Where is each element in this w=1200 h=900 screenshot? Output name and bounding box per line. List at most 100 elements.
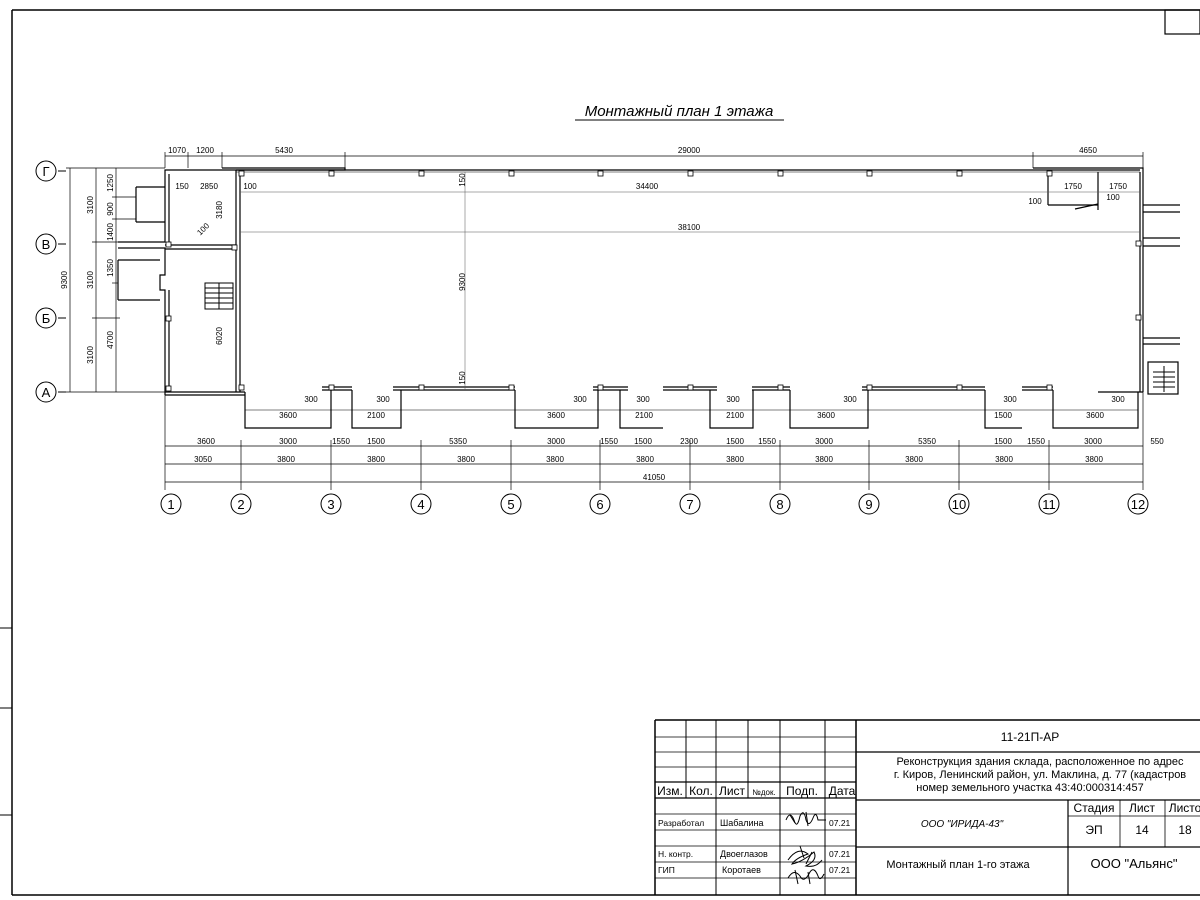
- dim-r2-10: 3800: [995, 455, 1013, 464]
- stage-value: ЭП: [1085, 823, 1102, 837]
- dim-pier-6: 300: [843, 395, 857, 404]
- dim-r1-8: 1500: [634, 437, 652, 446]
- dim-r2-7: 3800: [726, 455, 744, 464]
- dim-pier-8: 300: [1111, 395, 1125, 404]
- dim-open-3: 3600: [547, 411, 565, 420]
- dim-r1-12: 3000: [815, 437, 833, 446]
- dim-left-900: 900: [106, 202, 115, 216]
- dim-left-1250: 1250: [106, 174, 115, 192]
- dim-r2-9: 3800: [905, 455, 923, 464]
- col-header-list: Лист: [719, 784, 746, 798]
- sheet-title: Монтажный план 1-го этажа: [886, 859, 1030, 871]
- dim-inner-100b: 100: [1106, 193, 1120, 202]
- dim-r1-11: 1550: [758, 437, 776, 446]
- dim-r2-4: 3800: [457, 455, 475, 464]
- signer-role-1: Разработал: [658, 818, 704, 828]
- company-name: ООО "Альянс": [1091, 856, 1178, 871]
- dim-r1-15: 1550: [1027, 437, 1045, 446]
- dim-pier-3: 300: [573, 395, 587, 404]
- dim-inner-2850: 2850: [200, 182, 218, 191]
- axis-num-10: 10: [952, 497, 966, 512]
- letter-axes: [35, 160, 66, 403]
- dim-inner-150-top: 150: [458, 173, 467, 187]
- dim-r1-3: 1550: [332, 437, 350, 446]
- left-dim-lines: [66, 167, 165, 393]
- dim-r2-3: 3800: [367, 455, 385, 464]
- axis-num-7: 7: [686, 497, 693, 512]
- col-header-ndok: №док.: [752, 788, 775, 797]
- dim-left-4700: 4700: [106, 331, 115, 349]
- dim-pier-7: 300: [1003, 395, 1017, 404]
- dim-r1-7: 1550: [600, 437, 618, 446]
- dim-pier-5: 300: [726, 395, 740, 404]
- axis-letter-a: А: [42, 385, 51, 400]
- dim-r2-6: 3800: [636, 455, 654, 464]
- project-line-2: г. Киров, Ленинский район, ул. Маклина, …: [894, 769, 1186, 781]
- dim-top-3: 5430: [275, 146, 293, 155]
- dim-inner-100: 100: [243, 182, 257, 191]
- axis-num-1: 1: [167, 497, 174, 512]
- col-header-podp: Подп.: [786, 784, 818, 798]
- axis-num-9: 9: [865, 497, 872, 512]
- letter-axis-labels: Г В Б А: [42, 164, 51, 400]
- signature-3: [787, 869, 825, 885]
- dim-r1-2: 3000: [279, 437, 297, 446]
- dim-r2-5: 3800: [546, 455, 564, 464]
- dim-inner-9300: 9300: [458, 273, 467, 291]
- dim-inner-38100: 38100: [678, 223, 701, 232]
- axis-num-12: 12: [1131, 497, 1145, 512]
- signature-2: [787, 845, 823, 867]
- signer-name-2: Двоеглазов: [720, 849, 768, 859]
- signer-role-2: Н. контр.: [658, 849, 693, 859]
- dim-inner-6020: 6020: [215, 327, 224, 345]
- top-dim-lines: [164, 152, 1144, 168]
- bottom-row2-texts: 3050 3800 3800 3800 3800 3800 3800 3800 …: [194, 455, 1103, 464]
- inner-dim-texts: 150 2850 100 34400 1750 1750 100 100 381…: [175, 173, 1127, 385]
- column-posts: [165, 170, 1142, 392]
- dim-r2-8: 3800: [815, 455, 833, 464]
- sheet-frame: [0, 9, 1200, 896]
- dim-left-1350: 1350: [106, 259, 115, 277]
- axis-letter-g: Г: [42, 164, 49, 179]
- dim-inner-1750b: 1750: [1109, 182, 1127, 191]
- dim-open-5: 2100: [726, 411, 744, 420]
- signer-date-2: 07.21: [829, 849, 851, 859]
- stair-left: [204, 282, 234, 310]
- sheet-value: 14: [1135, 823, 1149, 837]
- title-block-texts: 11-21П-АР Реконструкция здания склада, р…: [657, 730, 1200, 875]
- dim-r1-13: 5350: [918, 437, 936, 446]
- dim-r1-9: 2300: [680, 437, 698, 446]
- dim-left-3100c: 3100: [86, 346, 95, 364]
- sheet-header: Лист: [1129, 801, 1156, 815]
- dim-pier-1: 300: [304, 395, 318, 404]
- pier-dim-texts: 300 300 300 300 300 300 300 300 3600 210…: [279, 395, 1125, 420]
- dim-pier-2: 300: [376, 395, 390, 404]
- axis-letter-v: В: [42, 237, 51, 252]
- dim-left-3100b: 3100: [86, 271, 95, 289]
- axis-num-6: 6: [596, 497, 603, 512]
- dim-r1-10: 1500: [726, 437, 744, 446]
- dim-left-3100a: 3100: [86, 196, 95, 214]
- axis-num-5: 5: [507, 497, 514, 512]
- dim-left-1400: 1400: [106, 223, 115, 241]
- dim-open-1: 3600: [279, 411, 297, 420]
- dim-top-4: 29000: [678, 146, 701, 155]
- dim-r1-14: 1500: [994, 437, 1012, 446]
- signer-role-3: ГИП: [658, 865, 675, 875]
- top-dim-texts: 1070 1200 5430 29000 4650: [168, 146, 1097, 155]
- dim-inner-34400: 34400: [636, 182, 659, 191]
- number-axis-labels: 1 2 3 4 5 6 7 8 9 10 11 12: [167, 497, 1145, 512]
- axis-num-3: 3: [327, 497, 334, 512]
- stage-header: Стадия: [1074, 801, 1115, 815]
- dim-inner-3180: 3180: [215, 201, 224, 219]
- sheets-value: 18: [1178, 823, 1192, 837]
- number-axes: [160, 493, 1149, 515]
- dim-inner-150: 150: [175, 182, 189, 191]
- dim-r2-11: 3800: [1085, 455, 1103, 464]
- inner-dim-lines: [240, 172, 1140, 390]
- signer-date-1: 07.21: [829, 818, 851, 828]
- dim-total: 41050: [643, 473, 666, 482]
- doc-code: 11-21П-АР: [1001, 730, 1059, 744]
- dim-r2-1: 3050: [194, 455, 212, 464]
